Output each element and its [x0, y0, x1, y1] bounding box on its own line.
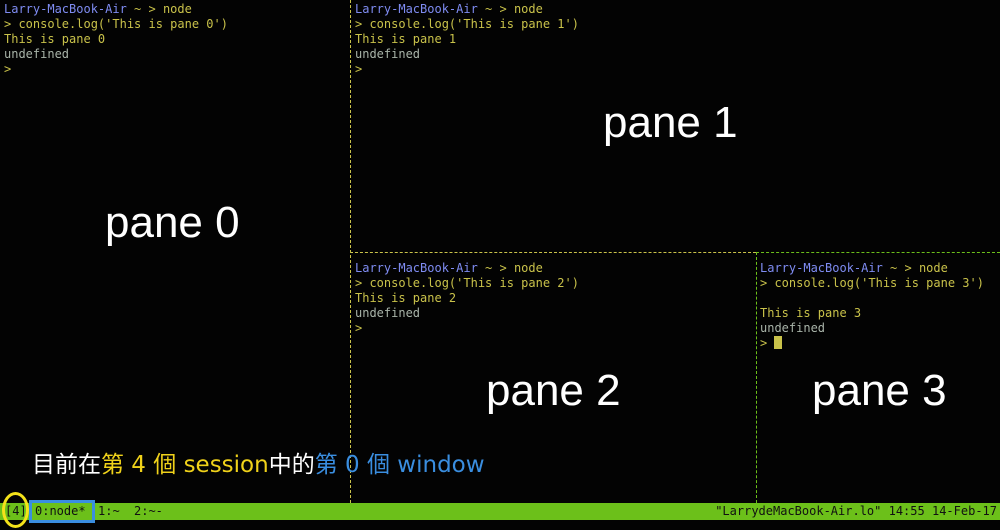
command-line: > console.log('This is pane 3') — [760, 276, 984, 290]
output-line: This is pane 0 — [4, 32, 106, 46]
cursor — [774, 336, 783, 349]
tmux-status-bar: [4]0:node*1:~2:~-"LarrydeMacBook-Air.lo"… — [0, 503, 1000, 520]
pane-1[interactable]: Larry-MacBook-Air ~ > node> console.log(… — [355, 0, 995, 77]
repl-prompt: > — [355, 321, 363, 335]
result-line: undefined — [4, 47, 70, 61]
pane-2-label: pane 2 — [486, 366, 621, 415]
prompt: ~ > node — [477, 2, 543, 16]
status-date: 14-Feb-17 — [931, 504, 997, 518]
repl-prompt: > — [760, 336, 775, 350]
annotation-part: 中的 — [268, 452, 315, 478]
pane-border-vertical[interactable] — [350, 0, 351, 503]
prompt-host: Larry-MacBook-Air — [4, 2, 127, 16]
prompt-host: Larry-MacBook-Air — [355, 261, 478, 275]
pane-3-label: pane 3 — [812, 366, 947, 415]
prompt: ~ > node — [882, 261, 948, 275]
annotation-session: 第 4 個 session — [101, 452, 269, 478]
repl-prompt: > — [355, 62, 363, 76]
pane-border-horizontal[interactable] — [350, 252, 756, 253]
repl-prompt: > — [4, 62, 12, 76]
result-line: undefined — [355, 306, 421, 320]
prompt: ~ > node — [477, 261, 543, 275]
output-line: This is pane 3 — [760, 306, 862, 320]
prompt: ~ > node — [126, 2, 192, 16]
pane-3[interactable]: Larry-MacBook-Air ~ > node> console.log(… — [760, 259, 1000, 351]
window-tab-2[interactable]: 2:~- — [134, 504, 163, 518]
active-pane-border-left[interactable] — [756, 252, 757, 503]
session-highlight-circle — [2, 492, 29, 528]
command-line: > console.log('This is pane 2') — [355, 276, 579, 290]
annotation-part: 目前在 — [32, 452, 101, 478]
annotation: 目前在第 4 個 session中的第 0 個 window — [32, 450, 485, 480]
annotation-window: 第 0 個 window — [314, 452, 485, 478]
status-host: "LarrydeMacBook-Air.lo" — [715, 504, 882, 518]
prompt-host: Larry-MacBook-Air — [355, 2, 478, 16]
status-time: 14:55 — [888, 504, 925, 518]
pane-2[interactable]: Larry-MacBook-Air ~ > node> console.log(… — [355, 259, 751, 336]
pane-0-label: pane 0 — [105, 198, 240, 247]
command-line: > console.log('This is pane 1') — [355, 17, 579, 31]
command-line: > console.log('This is pane 0') — [4, 17, 228, 31]
window-tab-0[interactable]: 0:node* — [35, 504, 86, 518]
pane-0[interactable]: Larry-MacBook-Air ~ > node> console.log(… — [4, 0, 348, 77]
prompt-host: Larry-MacBook-Air — [760, 261, 883, 275]
active-pane-border-top[interactable] — [756, 252, 1000, 253]
window-highlight-box — [29, 500, 95, 523]
window-tab-1[interactable]: 1:~ — [98, 504, 120, 518]
result-line: undefined — [760, 321, 826, 335]
output-line: This is pane 2 — [355, 291, 457, 305]
result-line: undefined — [355, 47, 421, 61]
pane-1-label: pane 1 — [603, 98, 738, 147]
output-line: This is pane 1 — [355, 32, 457, 46]
